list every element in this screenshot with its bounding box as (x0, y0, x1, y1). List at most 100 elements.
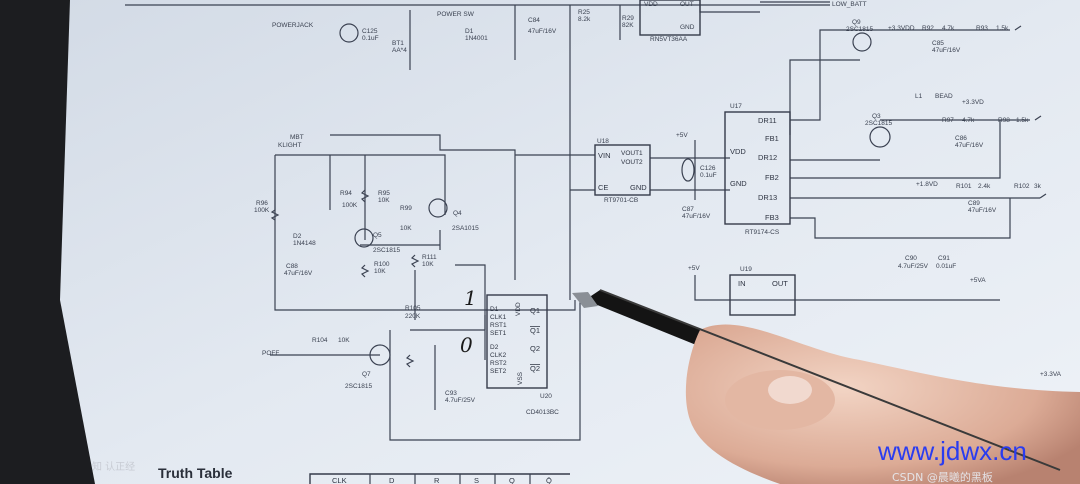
pin-vout1: VOUT1 (621, 150, 643, 157)
label-klight: KLIGHT (278, 142, 302, 149)
pin-clk2: CLK2 (490, 352, 507, 359)
reg-1v8-section: +1.8VD R101 2.4k R102 3k C89 47uF/16V (916, 181, 1042, 214)
label-r25-value: 8.2k (578, 16, 591, 23)
pin-q1-bar: Q1 (530, 326, 540, 335)
label-c125-value: 0.1uF (362, 35, 379, 42)
label-c126: C126 (700, 165, 716, 172)
label-cd4013bc: CD4013BC (526, 409, 559, 416)
label-poff: POFF (262, 350, 279, 357)
hand (685, 324, 1080, 484)
label-c91: C91 (938, 255, 950, 262)
label-r102-value: 3k (1034, 183, 1042, 190)
label-r100-value: 10K (374, 268, 386, 275)
pin-d2: D2 (490, 344, 499, 351)
label-5v: +5V (688, 265, 700, 272)
label-q7-value: 2SC1815 (345, 383, 372, 390)
label-c84: C84 (528, 17, 540, 24)
pin-dr13: DR13 (758, 193, 777, 202)
pin-fb2: FB2 (765, 173, 779, 182)
power-section: POWERJACK C125 0.1uF BT1 AA*4 POWER SW D… (272, 1, 867, 54)
label-c86: C86 (955, 135, 967, 142)
label-r94: R94 (340, 190, 352, 197)
u19-section: +5V U19 IN OUT C90 4.7uF/25V C91 0.01uF … (688, 255, 986, 288)
header-d: D (389, 476, 395, 484)
label-5va: +5VA (970, 277, 986, 284)
header-clk: CLK (332, 476, 347, 484)
pin-out: OUT (772, 279, 788, 288)
pin-vdd: VDD (515, 302, 522, 316)
label-c91-value: 0.01uF (936, 263, 956, 270)
label-q7: Q7 (362, 371, 371, 378)
label-c87: C87 (682, 206, 694, 213)
label-r97: R97 (942, 117, 954, 124)
label-3v3vd: +3.3VD (962, 99, 984, 106)
label-low-batt: LOW_BATT (832, 1, 867, 8)
label-r104-value: 10K (338, 337, 350, 344)
label-u17: U17 (730, 103, 742, 110)
label-c89-value: 47uF/16V (968, 207, 997, 214)
label-r95: R95 (378, 190, 390, 197)
label-bt1-value: AA*4 (392, 47, 407, 54)
label-r25: R25 (578, 9, 590, 16)
label-r97-value: 4.7k (962, 117, 975, 124)
pen-tip (572, 292, 598, 308)
label-q3: Q3 (872, 113, 881, 120)
label-powerjack: POWERJACK (272, 22, 314, 29)
label-c90-value: 4.7uF/25V (898, 263, 929, 270)
thumbnail (768, 376, 812, 404)
label-c93: C93 (445, 390, 457, 397)
label-3v3vdd: +3.3VDD (888, 25, 915, 32)
label-r98-value: 1.5k (1016, 117, 1029, 124)
label-q5-value: 2SC1815 (373, 247, 400, 254)
label-q5: Q5 (373, 232, 382, 239)
label-r105: R105 (405, 305, 421, 312)
pin-rst2: RST2 (490, 360, 507, 367)
components (270, 0, 1047, 389)
label-u20: U20 (540, 393, 552, 400)
header-r: R (434, 476, 440, 484)
label-r100: R100 (374, 261, 390, 268)
label-c85-value: 47uF/16V (932, 47, 961, 54)
label-q4-value: 2SA1015 (452, 225, 479, 232)
pin-q2: Q2 (530, 344, 540, 353)
truth-table-title: Truth Table (158, 465, 233, 481)
label-r96: R96 (256, 200, 268, 207)
label-bt1: BT1 (392, 40, 404, 47)
label-d2-value: 1N4148 (293, 240, 316, 247)
label-r101: R101 (956, 183, 972, 190)
label-c93-value: 4.7uF/25V (445, 397, 476, 404)
label-r93-value: 1.5k (996, 25, 1009, 32)
u17-chip: U17 DR11 FB1 DR12 FB2 DR13 FB3 VDD GND R… (730, 103, 780, 236)
pin-vdd: VDD (644, 1, 658, 8)
pin-vin: VIN (598, 151, 611, 160)
label-c88-value: 47uF/16V (284, 270, 313, 277)
pin-fb1: FB1 (765, 134, 779, 143)
pin-fb3: FB3 (765, 213, 779, 222)
pin-q2-bar: Q2 (530, 364, 540, 373)
header-s: S (474, 476, 479, 484)
label-r98: R98 (998, 117, 1010, 124)
label-u18: U18 (597, 138, 609, 145)
pin-gnd: GND (630, 183, 647, 192)
pin-rst1: RST1 (490, 322, 507, 329)
label-r102: R102 (1014, 183, 1030, 190)
label-c89: C89 (968, 200, 980, 207)
label-c87-value: 47uF/16V (682, 213, 711, 220)
pin-set1: SET1 (490, 330, 507, 337)
site-watermark: www.jdwx.cn (877, 436, 1027, 466)
label-q3-value: 2SC1815 (865, 120, 892, 127)
pin-ce: CE (598, 183, 608, 192)
label-rt9701: RT9701-CB (604, 197, 638, 204)
reg-3v3-section: Q9 2SC1815 +3.3VDD R92 4.7k R93 1.5k C85… (846, 19, 1029, 149)
pin-dr12: DR12 (758, 153, 777, 162)
label-c125: C125 (362, 28, 378, 35)
label-c126-value: 0.1uF (700, 172, 717, 179)
label-r104: R104 (312, 337, 328, 344)
left-section: MBT KLIGHT R96 100K R94 100K R95 10K R99… (254, 134, 479, 404)
label-r111: R111 (422, 254, 437, 261)
label-u19: U19 (740, 266, 752, 273)
pin-clk1: CLK1 (490, 314, 507, 321)
label-q4: Q4 (453, 210, 462, 217)
pin-gnd: GND (680, 24, 695, 31)
